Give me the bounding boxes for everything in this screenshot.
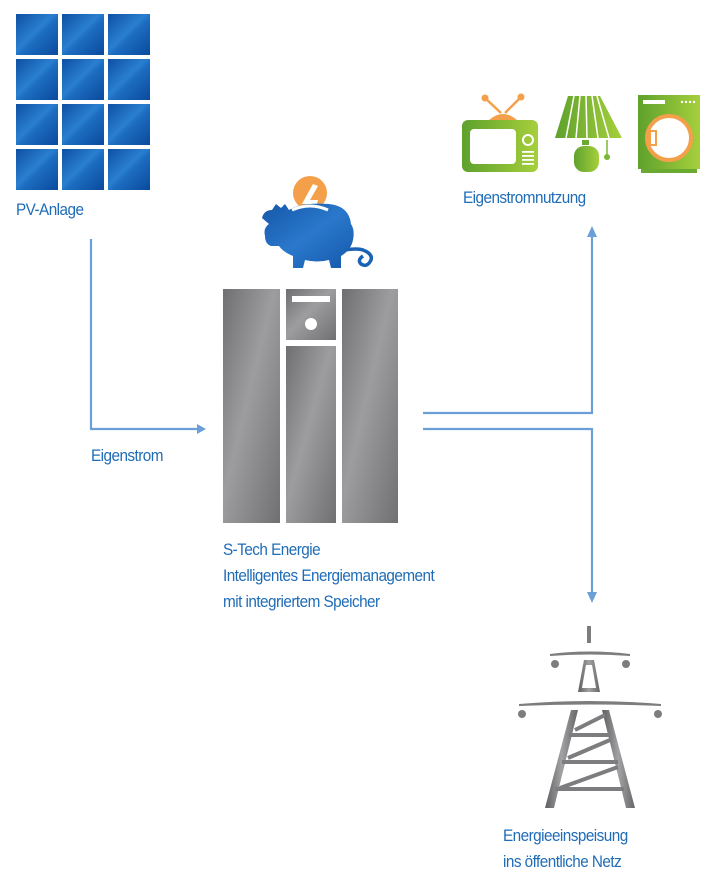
- consumption-label: Eigenstromnutzung: [463, 188, 586, 207]
- grid-label-line-2: ins öffentliche Netz: [503, 852, 622, 871]
- piggy-tail: [344, 247, 374, 268]
- solar-cell: [108, 104, 150, 145]
- solar-cell: [108, 149, 150, 190]
- solar-panel-icon: [16, 14, 150, 190]
- arrow-storage-to-grid: [423, 427, 594, 594]
- piggy-bank-icon: [262, 176, 374, 268]
- tv-icon: [462, 93, 538, 172]
- solar-cell: [16, 149, 58, 190]
- solar-cell: [62, 149, 104, 190]
- arrowhead-down: [587, 592, 597, 603]
- energy-storage-cabinet-icon: [223, 289, 398, 523]
- arrowhead-right: [197, 424, 206, 434]
- power-button-icon: [305, 318, 317, 330]
- storage-label-line-1: S-Tech Energie: [223, 540, 321, 559]
- solar-cell: [108, 59, 150, 100]
- washing-machine-icon: [638, 95, 700, 173]
- solar-cell: [108, 14, 150, 55]
- solar-cell: [16, 59, 58, 100]
- display-slot: [292, 296, 330, 302]
- eigenstrom-edge-label: Eigenstrom: [91, 446, 164, 465]
- pv-label: PV-Anlage: [16, 200, 84, 219]
- flow-arrows: [89, 236, 594, 594]
- solar-cell: [62, 59, 104, 100]
- arrow-pv-to-storage: [89, 239, 197, 431]
- solar-cell: [62, 14, 104, 55]
- storage-label-line-2: Intelligentes Energiemanagement: [223, 566, 435, 585]
- arrowhead-up: [587, 226, 597, 237]
- solar-cell: [62, 104, 104, 145]
- lamp-icon: [555, 95, 622, 172]
- power-pylon-icon: [518, 626, 662, 808]
- solar-cell: [16, 104, 58, 145]
- coin-slot: [291, 204, 329, 212]
- piggy-body: [262, 203, 354, 268]
- arrow-storage-to-consumption: [423, 236, 594, 415]
- grid-label-line-1: Energieeinspeisung: [503, 826, 628, 845]
- solar-cell: [16, 14, 58, 55]
- storage-label-line-3: mit integriertem Speicher: [223, 592, 380, 611]
